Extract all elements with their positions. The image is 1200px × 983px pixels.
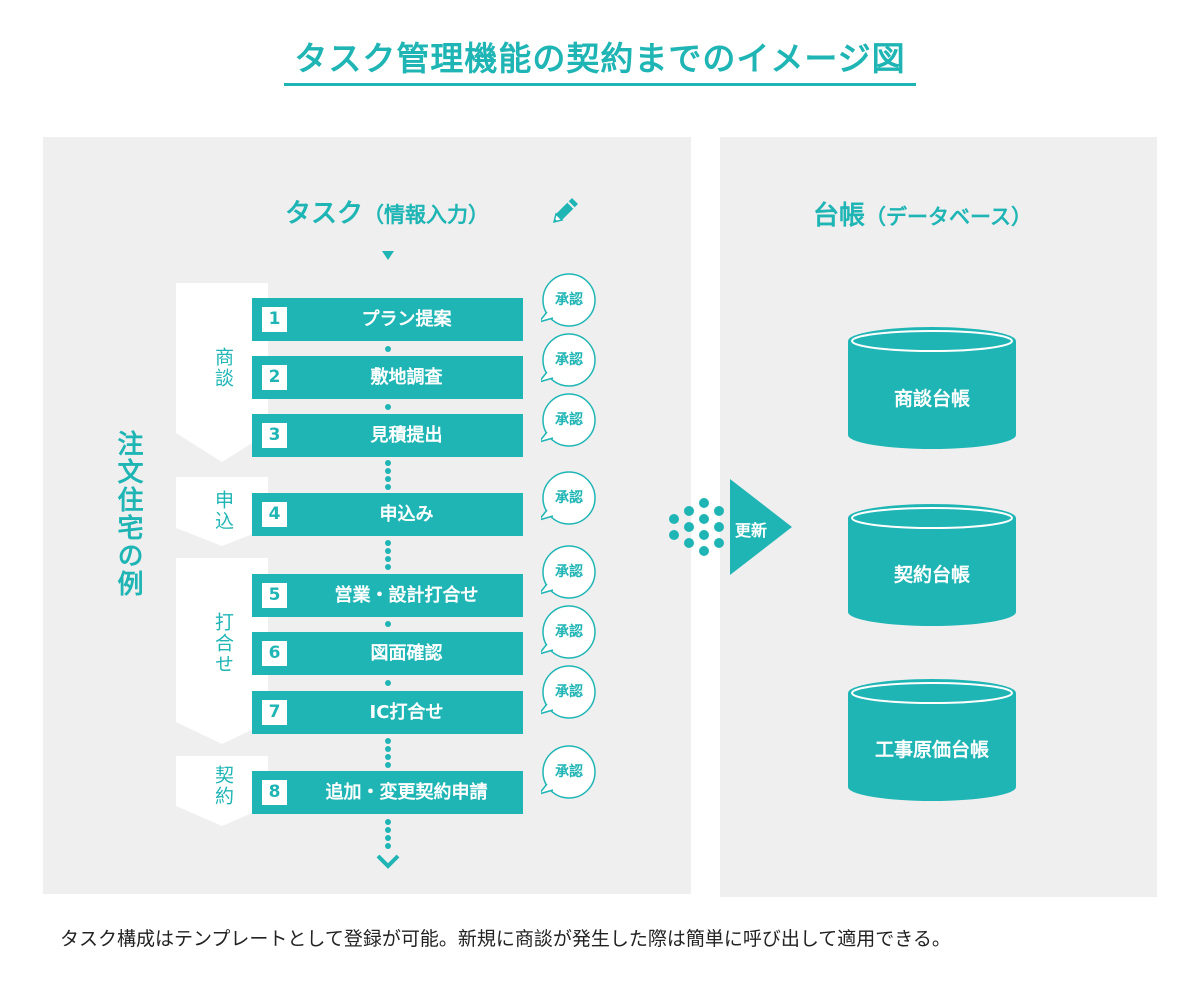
ledger-heading: 台帳（データベース）: [813, 195, 1032, 232]
step-label: 申込み: [379, 504, 434, 525]
approval-bubble-7: 承認: [541, 664, 597, 720]
start-arrow: [382, 251, 394, 260]
phase-chevron-moshikomi: [176, 477, 268, 546]
step-5: 5 営業・設計打合せ: [252, 574, 523, 617]
step-6: 6 図面確認: [252, 632, 523, 675]
approval-bubble-4: 承認: [541, 470, 597, 526]
approval-label: 承認: [555, 490, 583, 506]
step-label: 見積提出: [370, 425, 443, 446]
approval-label: 承認: [555, 412, 583, 428]
step-7: 7 IC打合せ: [252, 691, 523, 734]
connector-dot: [385, 346, 391, 352]
database-label: 工事原価台帳: [874, 739, 989, 761]
approval-bubble-6: 承認: [541, 604, 597, 660]
approval-bubble-1: 承認: [541, 272, 597, 328]
database-drum-genka: 工事原価台帳: [848, 679, 1016, 801]
connector-dots-3-4: [385, 460, 391, 490]
phase-label-keiyaku: 契約: [212, 765, 234, 807]
page-title: タスク管理機能の契約までのイメージ図: [294, 39, 906, 78]
connector-dots-4-5: [385, 540, 391, 570]
phase-label-uchiawase: 打合せ: [212, 612, 234, 675]
phase-label-shodan: 商談: [212, 347, 234, 389]
approval-bubble-5: 承認: [541, 544, 597, 600]
step-4: 4 申込み: [252, 493, 523, 536]
step-number: 1: [262, 307, 287, 332]
connector-dot: [385, 680, 391, 686]
task-heading-text: タスク: [285, 199, 364, 229]
database-drum-keiyaku: 契約台帳: [848, 504, 1016, 626]
ledger-heading-paren: （データベース）: [865, 205, 1032, 229]
connector-dots-7-8: [385, 738, 391, 768]
approval-label: 承認: [555, 352, 583, 368]
step-number: 7: [262, 700, 287, 725]
end-arrow-chevron: [376, 854, 400, 869]
step-number: 3: [262, 423, 287, 448]
task-heading: タスク（情報入力）: [285, 193, 489, 230]
connector-dot: [385, 621, 391, 627]
step-number: 2: [262, 365, 287, 390]
database-label: 契約台帳: [893, 564, 970, 586]
ledger-heading-text: 台帳: [813, 201, 866, 231]
step-label: IC打合せ: [369, 702, 444, 723]
approval-bubble-3: 承認: [541, 392, 597, 448]
phase-chevron-keiyaku: [176, 756, 268, 826]
step-number: 4: [262, 502, 287, 527]
update-arrow-icon: [669, 479, 792, 575]
approval-bubble-8: 承認: [541, 744, 597, 800]
example-label: 注文住宅の例: [113, 430, 143, 598]
pencil-icon: [552, 198, 578, 224]
approval-bubble-2: 承認: [541, 332, 597, 388]
database-drum-shodan: 商談台帳: [848, 327, 1016, 449]
step-label: 追加・変更契約申請: [325, 782, 488, 803]
step-label: 図面確認: [370, 643, 443, 664]
update-label: 更新: [735, 521, 768, 540]
step-number: 5: [262, 583, 287, 608]
step-number: 6: [262, 641, 287, 666]
phase-label-moshikomi: 申込: [212, 490, 234, 532]
step-number: 8: [262, 780, 287, 805]
approval-label: 承認: [555, 624, 583, 640]
approval-label: 承認: [555, 764, 583, 780]
approval-label: 承認: [555, 564, 583, 580]
step-2: 2 敷地調査: [252, 356, 523, 399]
caption: タスク構成はテンプレートとして登録が可能。新規に商談が発生した際は簡単に呼び出し…: [60, 928, 951, 950]
step-label: 敷地調査: [370, 367, 443, 388]
phase-chevron-shodan: [176, 283, 268, 462]
step-label: 営業・設計打合せ: [334, 585, 479, 606]
step-label: プラン提案: [361, 309, 452, 330]
phase-chevron-uchiawase: [176, 558, 268, 744]
step-8: 8 追加・変更契約申請: [252, 771, 523, 814]
step-1: 1 プラン提案: [252, 298, 523, 341]
database-label: 商談台帳: [893, 388, 970, 410]
connector-dot: [385, 404, 391, 410]
step-3: 3 見積提出: [252, 414, 523, 457]
task-heading-paren: （情報入力）: [363, 203, 490, 227]
approval-label: 承認: [555, 292, 583, 308]
title-underline: [284, 83, 916, 86]
connector-dots-end: [385, 819, 391, 849]
approval-label: 承認: [555, 684, 583, 700]
